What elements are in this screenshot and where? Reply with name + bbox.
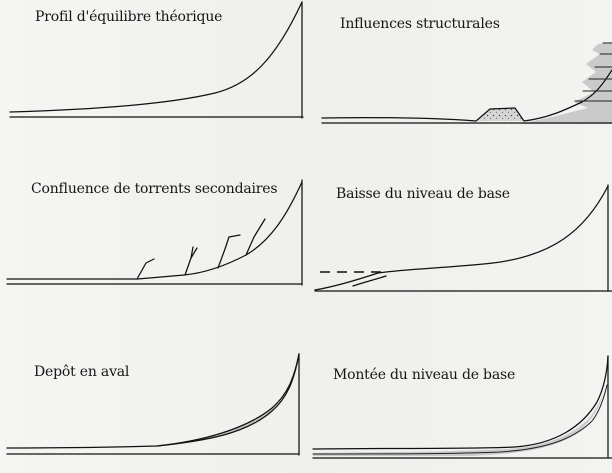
depot-aval-diagram [6,353,300,456]
montee-upper-profile [312,355,609,450]
tributary-2-branch [190,247,198,259]
confluence-diagram [6,179,303,286]
montee-niveau-base-diagram [312,355,612,459]
baisse-niveau-base-diagram [314,184,612,292]
tributary-4 [245,218,266,256]
tributary-3 [217,234,241,269]
panel-title-depot: Depôt en aval [34,364,130,380]
panel-title-montee: Montée du niveau de base [333,367,516,383]
profil-equilibrium-curve [9,1,303,113]
depot-lower-profile [6,353,300,449]
tributary-2 [184,246,194,276]
depot-upper-profile [156,353,300,447]
recent-incision-line [352,275,387,287]
panel-title-profil: Profil d'équilibre théorique [35,9,223,25]
influences-structurales-diagram [321,42,612,124]
structural-terrace-fill [520,42,612,124]
panel-title-influences: Influences structurales [340,16,500,32]
tributary-1 [136,258,155,280]
lowered-valley-profile [314,185,609,291]
montee-lower-profile [312,384,608,455]
influences-profile-curve [321,69,612,122]
downstream-deposit-fill [157,354,299,446]
panel-title-confluence: Confluence de torrents secondaires [31,181,278,197]
raised-base-level-fill [313,392,604,456]
profil-equilibre-diagram [9,1,304,119]
panel-title-baisse: Baisse du niveau de base [336,186,510,202]
